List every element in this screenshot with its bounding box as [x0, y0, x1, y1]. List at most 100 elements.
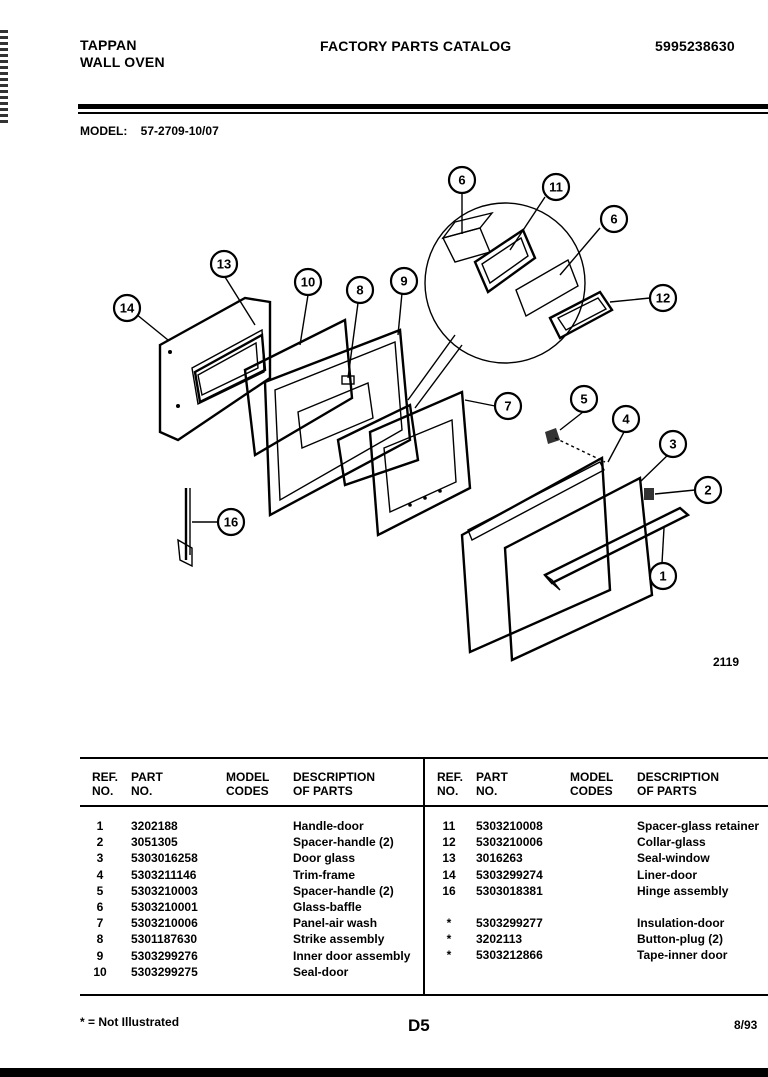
model-label: MODEL: — [80, 124, 128, 138]
svg-text:3: 3 — [669, 437, 676, 452]
left-part-column: 3202188 3051305 5303016258 5303211146 53… — [131, 818, 198, 980]
table-cell: 5303210008 — [476, 819, 543, 833]
table-cell: Insulation-door — [637, 916, 725, 931]
table-cell: 5 — [96, 883, 104, 898]
diagram-number: 2119 — [713, 655, 740, 669]
table-cell: 6 — [96, 900, 104, 915]
left-description-column: Handle-door Spacer-handle (2) Door glass… — [293, 818, 410, 980]
right-description-column: Spacer-glass retainer Collar-glass Seal-… — [637, 818, 759, 964]
door-glass — [503, 476, 654, 662]
svg-text:4: 4 — [622, 412, 630, 427]
table-cell: 3202113 — [476, 932, 523, 947]
header-rule-thick — [78, 104, 768, 109]
table-cell: Strike assembly — [293, 932, 385, 947]
callout-16: 16 — [216, 507, 246, 537]
table-cell: 5303210001 — [131, 900, 198, 915]
table-cell: Inner door assembly — [293, 948, 411, 963]
callout-5: 5 — [569, 384, 599, 414]
exploded-parts-diagram: 6 11 6 12 13 14 10 8 9 7 5 4 3 2 1 16 — [112, 165, 723, 662]
table-cell: 5303299274 — [476, 867, 543, 882]
scan-edge-artifact — [0, 30, 8, 125]
table-cell: 5303210006 — [131, 916, 198, 931]
spacer-handle-part — [644, 488, 654, 500]
svg-text:6: 6 — [610, 212, 617, 227]
seal-window — [193, 333, 267, 404]
table-cell: 3202188 — [131, 819, 178, 833]
callout-10: 10 — [293, 267, 323, 297]
callout-8: 8 — [345, 275, 375, 305]
table-cell: * — [446, 916, 452, 931]
callout-14: 14 — [112, 293, 142, 323]
table-cell: 2 — [96, 835, 104, 850]
table-cell: Door glass — [293, 851, 356, 866]
callout-7: 7 — [493, 391, 523, 421]
table-cell: 11 — [442, 819, 456, 833]
header-ref-no-left: REF.NO. — [92, 770, 119, 798]
table-cell: 8 — [96, 932, 104, 947]
door-handle — [543, 506, 691, 591]
table-cell: Tape-inner door — [637, 948, 728, 963]
model-line: MODEL: 57-2709-10/07 — [80, 124, 219, 138]
table-cell: * — [446, 932, 452, 947]
hinge-assembly — [177, 488, 193, 568]
catalog-date: 8/93 — [734, 1018, 758, 1032]
product-name: WALL OVEN — [80, 54, 165, 70]
table-cell: Spacer-handle (2) — [293, 883, 394, 898]
callout-2: 2 — [693, 475, 723, 505]
table-cell: Seal-door — [293, 964, 349, 979]
table-cell: 7 — [96, 916, 104, 931]
table-cell: 10 — [93, 964, 107, 979]
table-cell: Button-plug (2) — [637, 932, 723, 947]
table-cell: 16 — [442, 883, 456, 898]
detail-glass-pane — [515, 258, 579, 318]
header-ref-no-right: REF.NO. — [437, 770, 464, 798]
right-ref-column: 11 12 13 14 16 * * * — [437, 818, 461, 964]
callout-12: 12 — [648, 283, 678, 313]
svg-text:11: 11 — [549, 180, 563, 195]
model-value: 57-2709-10/07 — [140, 124, 219, 138]
table-cell: 14 — [442, 867, 456, 882]
trim-frame — [460, 456, 612, 654]
table-cell: 5303299275 — [131, 964, 198, 979]
liner-door — [158, 296, 272, 442]
table-cell: 5303210003 — [131, 883, 198, 898]
table-cell: Spacer-handle (2) — [293, 835, 394, 850]
callout-4: 4 — [611, 404, 641, 434]
svg-text:7: 7 — [504, 399, 511, 414]
svg-text:8: 8 — [356, 283, 363, 298]
table-cell: Hinge assembly — [637, 883, 729, 898]
spacer-handle-small — [545, 428, 560, 444]
brand-name: TAPPAN — [80, 37, 137, 53]
table-cell: 5303299276 — [131, 948, 198, 963]
table-cell: 4 — [96, 867, 104, 882]
svg-text:5: 5 — [580, 392, 587, 407]
table-cell: 5303018381 — [476, 883, 543, 898]
not-illustrated-note: * = Not Illustrated — [80, 1015, 180, 1029]
catalog-number: 5995238630 — [655, 38, 735, 54]
svg-text:14: 14 — [120, 301, 135, 316]
svg-text:2: 2 — [704, 483, 711, 498]
table-cell: 3 — [96, 851, 104, 866]
table-cell: Handle-door — [293, 819, 364, 833]
right-part-column: 5303210008 5303210006 3016263 5303299274… — [476, 818, 543, 964]
table-cell: Trim-frame — [293, 867, 356, 882]
callout-13: 13 — [209, 249, 239, 279]
panel-air-wash — [368, 390, 472, 537]
inner-door-assembly — [263, 328, 412, 517]
table-cell: 13 — [442, 851, 456, 866]
table-cell: 5303211146 — [131, 867, 197, 882]
table-cell: Spacer-glass retainer — [637, 819, 760, 833]
detail-collar-glass — [548, 290, 614, 340]
table-cell: Panel-air wash — [293, 916, 378, 931]
svg-text:9: 9 — [400, 274, 407, 289]
svg-text:16: 16 — [224, 515, 238, 530]
callout-6-top: 6 — [447, 165, 477, 195]
left-ref-column: 1 2 3 4 5 6 7 8 9 10 — [88, 818, 112, 980]
svg-text:10: 10 — [301, 275, 315, 290]
table-cell: 9 — [96, 948, 104, 963]
callout-6-right: 6 — [599, 204, 629, 234]
